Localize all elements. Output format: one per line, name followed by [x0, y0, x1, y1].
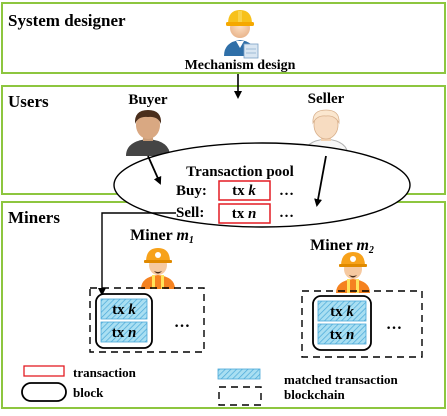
block-m2-tx-k: tx k: [330, 304, 354, 320]
legend-transaction-swatch: [23, 365, 65, 377]
legend-matched-label: matched transaction: [284, 372, 399, 387]
legend-blockchain-label: blockchain: [284, 387, 345, 402]
legend-blockchain-swatch: [218, 386, 262, 406]
matched-tx-k-m1: [100, 298, 148, 320]
blockchain-m1: tx k tx n …: [89, 287, 205, 353]
legend-block-swatch: [21, 382, 67, 402]
transaction-pool: Transaction pool Buy: tx k … Sell: tx n …: [113, 142, 411, 228]
matched-tx-n-m2: [317, 323, 367, 345]
blockchain-m2-ellipsis: …: [386, 316, 402, 333]
seller-label: Seller: [308, 91, 345, 107]
mechanism-design-label: Mechanism design: [185, 58, 296, 73]
buyer-label: Buyer: [128, 92, 168, 108]
matched-tx-k-m2: [317, 300, 367, 322]
legend-block-label: block: [73, 385, 104, 400]
blockchain-m2: tx k tx n …: [301, 290, 423, 358]
lane-system-designer: System designer: [1, 2, 446, 74]
miner-m2-icon: [336, 252, 370, 293]
arrow-seller-to-pool: [314, 155, 327, 207]
pool-buy-ellipsis: …: [279, 183, 294, 199]
block-m1-tx-k: tx k: [112, 302, 136, 318]
matched-tx-n-m1: [100, 321, 148, 343]
legend-transaction-label: transaction: [73, 365, 137, 380]
miner-m2-label: Miner m2: [310, 237, 374, 256]
lane-title-miners: Miners: [8, 208, 60, 227]
lane-title-designer: System designer: [8, 11, 126, 30]
pool-buy-label: Buy:: [176, 183, 207, 199]
pool-sell-ellipsis: …: [279, 205, 294, 221]
system-designer-icon: [224, 10, 259, 59]
blockchain-m1-ellipsis: …: [174, 314, 190, 331]
block-m1-tx-n: tx n: [112, 325, 137, 341]
buyer-avatar-icon: [126, 110, 170, 156]
block-m2-tx-n: tx n: [330, 327, 355, 343]
arrow-pool-to-block: [98, 212, 176, 296]
legend-matched-swatch: [217, 368, 261, 380]
pool-tx-k-box: [218, 180, 271, 201]
lane-title-users: Users: [8, 92, 49, 111]
pool-tx-k: tx k: [232, 183, 256, 199]
pool-title: Transaction pool: [186, 164, 294, 180]
pool-tx-n-box: [218, 203, 271, 224]
pool-tx-n: tx n: [232, 206, 257, 222]
legend: transaction block matched transaction bl…: [21, 365, 399, 406]
arrow-buyer-to-pool: [147, 155, 162, 185]
miner-m1-label: Miner m1: [130, 227, 194, 246]
miner-m1-icon: [141, 248, 175, 289]
pool-sell-label: Sell:: [176, 205, 204, 221]
